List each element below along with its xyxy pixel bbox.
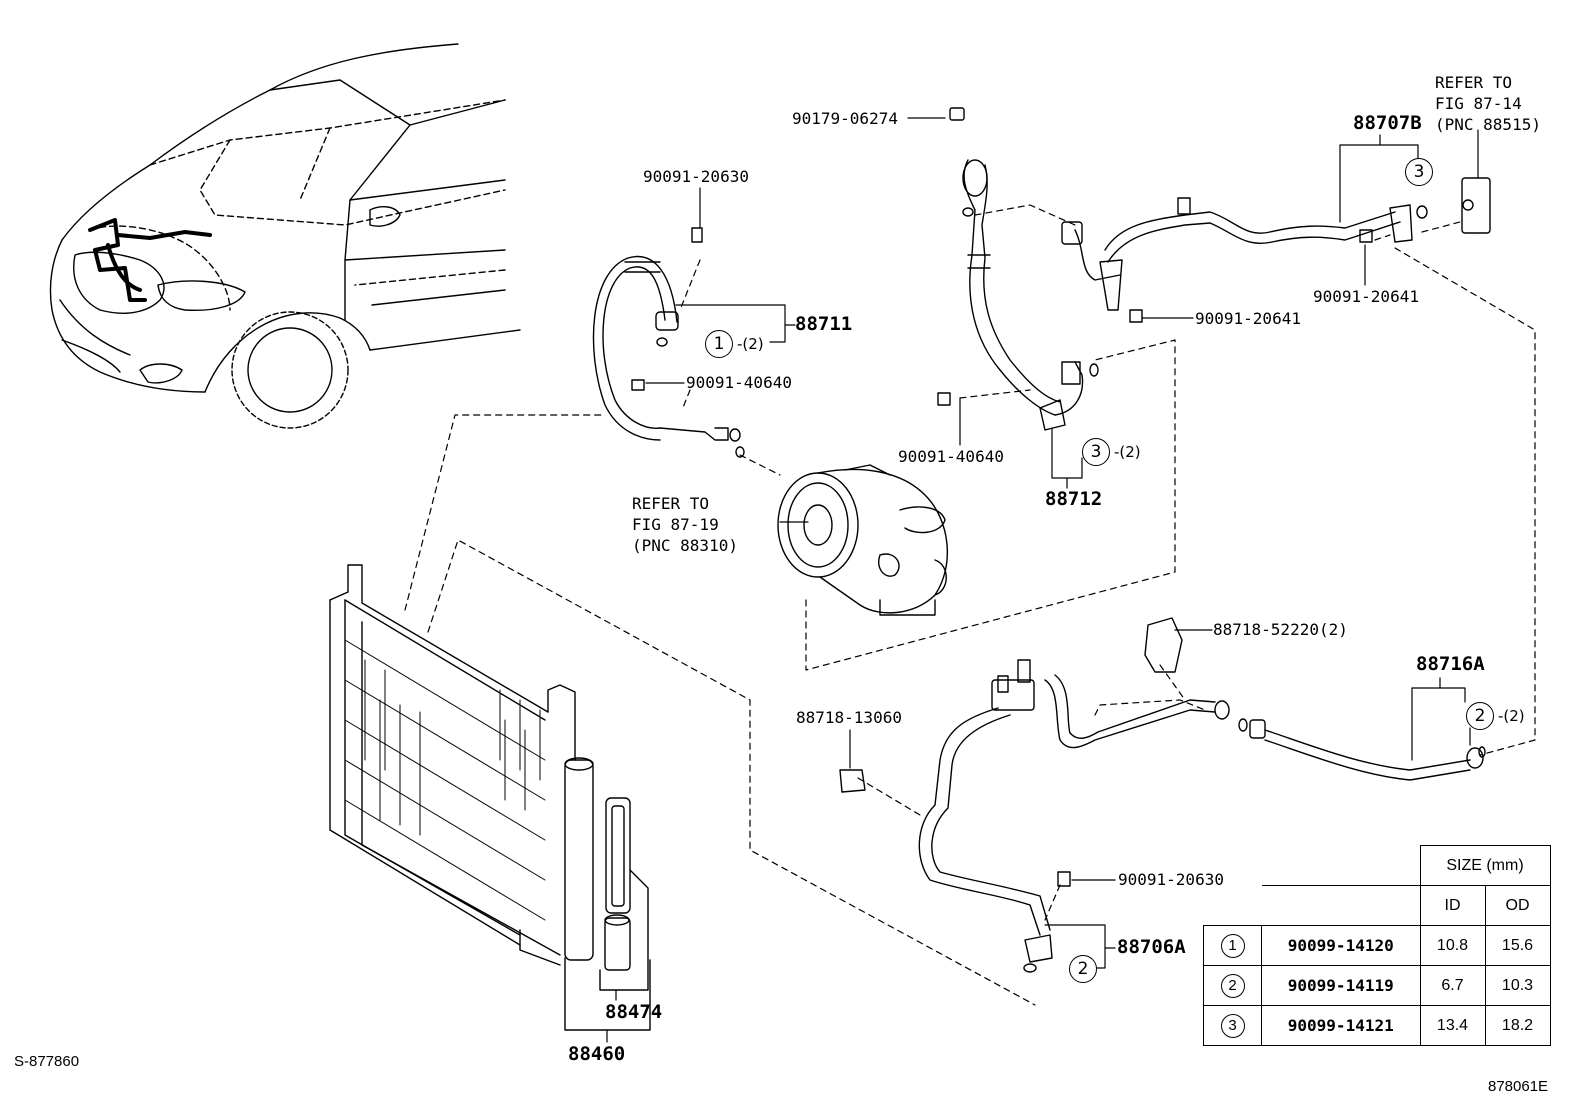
row-id-3: 13.4 xyxy=(1419,1005,1486,1046)
label-88707B[interactable]: 88707B xyxy=(1353,112,1422,134)
label-90091-20630-top[interactable]: 90091-20630 xyxy=(643,167,749,186)
label-88460[interactable]: 88460 xyxy=(568,1043,626,1065)
ref-compressor-note: REFER TO FIG 87-19 (PNC 88310) xyxy=(632,494,738,555)
callout-3-hose-88712: 3 xyxy=(1082,438,1110,466)
label-88474[interactable]: 88474 xyxy=(605,1001,663,1023)
label-88712[interactable]: 88712 xyxy=(1045,488,1103,510)
car-illustration xyxy=(49,43,521,429)
label-90091-40640-left[interactable]: 90091-40640 xyxy=(686,373,792,392)
label-88706A[interactable]: 88706A xyxy=(1117,936,1186,958)
table-row: 2 90099-14119 6.7 10.3 xyxy=(1203,965,1551,1006)
qty-88712: -(2) xyxy=(1114,443,1141,461)
size-header: SIZE (mm) xyxy=(1419,845,1551,886)
label-88711[interactable]: 88711 xyxy=(795,313,853,335)
hose-88711 xyxy=(592,227,745,458)
condenser-88460 xyxy=(329,564,651,1031)
row-od-2: 10.3 xyxy=(1484,965,1551,1006)
col-id-header: ID xyxy=(1419,885,1486,926)
callout-2-pipe-88716A: 2 xyxy=(1466,702,1494,730)
label-88718-13060[interactable]: 88718-13060 xyxy=(796,708,902,727)
qty-88711: -(2) xyxy=(737,335,764,353)
callout-2-pipe-88706A: 2 xyxy=(1069,955,1097,983)
label-88718-52220[interactable]: 88718-52220(2) xyxy=(1213,620,1348,639)
diagram-id-right: 878061E xyxy=(1488,1078,1549,1095)
callout-1: 1 xyxy=(705,330,733,358)
row-id-1: 10.8 xyxy=(1419,925,1486,966)
ref-valve-note: REFER TO FIG 87-14 (PNC 88515) xyxy=(1435,73,1541,134)
row-part-2[interactable]: 90099-14119 xyxy=(1261,965,1421,1006)
callout-3-pipe-88707B: 3 xyxy=(1405,158,1433,186)
table-row: 3 90099-14121 13.4 18.2 xyxy=(1203,1005,1551,1046)
row-id-2: 6.7 xyxy=(1419,965,1486,1006)
row-part-3[interactable]: 90099-14121 xyxy=(1261,1005,1421,1046)
leader-lines xyxy=(606,117,1479,1043)
pipe-88706A-88716A xyxy=(839,617,1486,973)
row-ref-1: 1 xyxy=(1220,933,1245,958)
qty-88716A: -(2) xyxy=(1498,707,1525,725)
dashed-leaders xyxy=(404,204,1536,1006)
label-90091-20641-left[interactable]: 90091-20641 xyxy=(1195,309,1301,328)
row-ref-3: 3 xyxy=(1220,1013,1245,1038)
label-90091-20641-right[interactable]: 90091-20641 xyxy=(1313,287,1419,306)
row-od-3: 18.2 xyxy=(1484,1005,1551,1046)
o-ring-size-table: SIZE (mm) ID OD 1 90099-14120 10.8 15.6 … xyxy=(1203,845,1551,1046)
label-90179-06274[interactable]: 90179-06274 xyxy=(792,109,898,128)
row-od-1: 15.6 xyxy=(1484,925,1551,966)
label-88716A[interactable]: 88716A xyxy=(1416,653,1485,675)
pipe-88707B xyxy=(1061,177,1491,323)
compressor xyxy=(777,464,948,616)
table-row: 1 90099-14120 10.8 15.6 xyxy=(1203,925,1551,966)
row-part-1[interactable]: 90099-14120 xyxy=(1261,925,1421,966)
row-ref-2: 2 xyxy=(1220,973,1245,998)
label-90091-20630-bottom[interactable]: 90091-20630 xyxy=(1118,870,1224,889)
hose-88712 xyxy=(937,107,1099,431)
diagram-id-left: S-877860 xyxy=(14,1053,80,1070)
col-od-header: OD xyxy=(1484,885,1551,926)
label-90091-40640-mid[interactable]: 90091-40640 xyxy=(898,447,1004,466)
